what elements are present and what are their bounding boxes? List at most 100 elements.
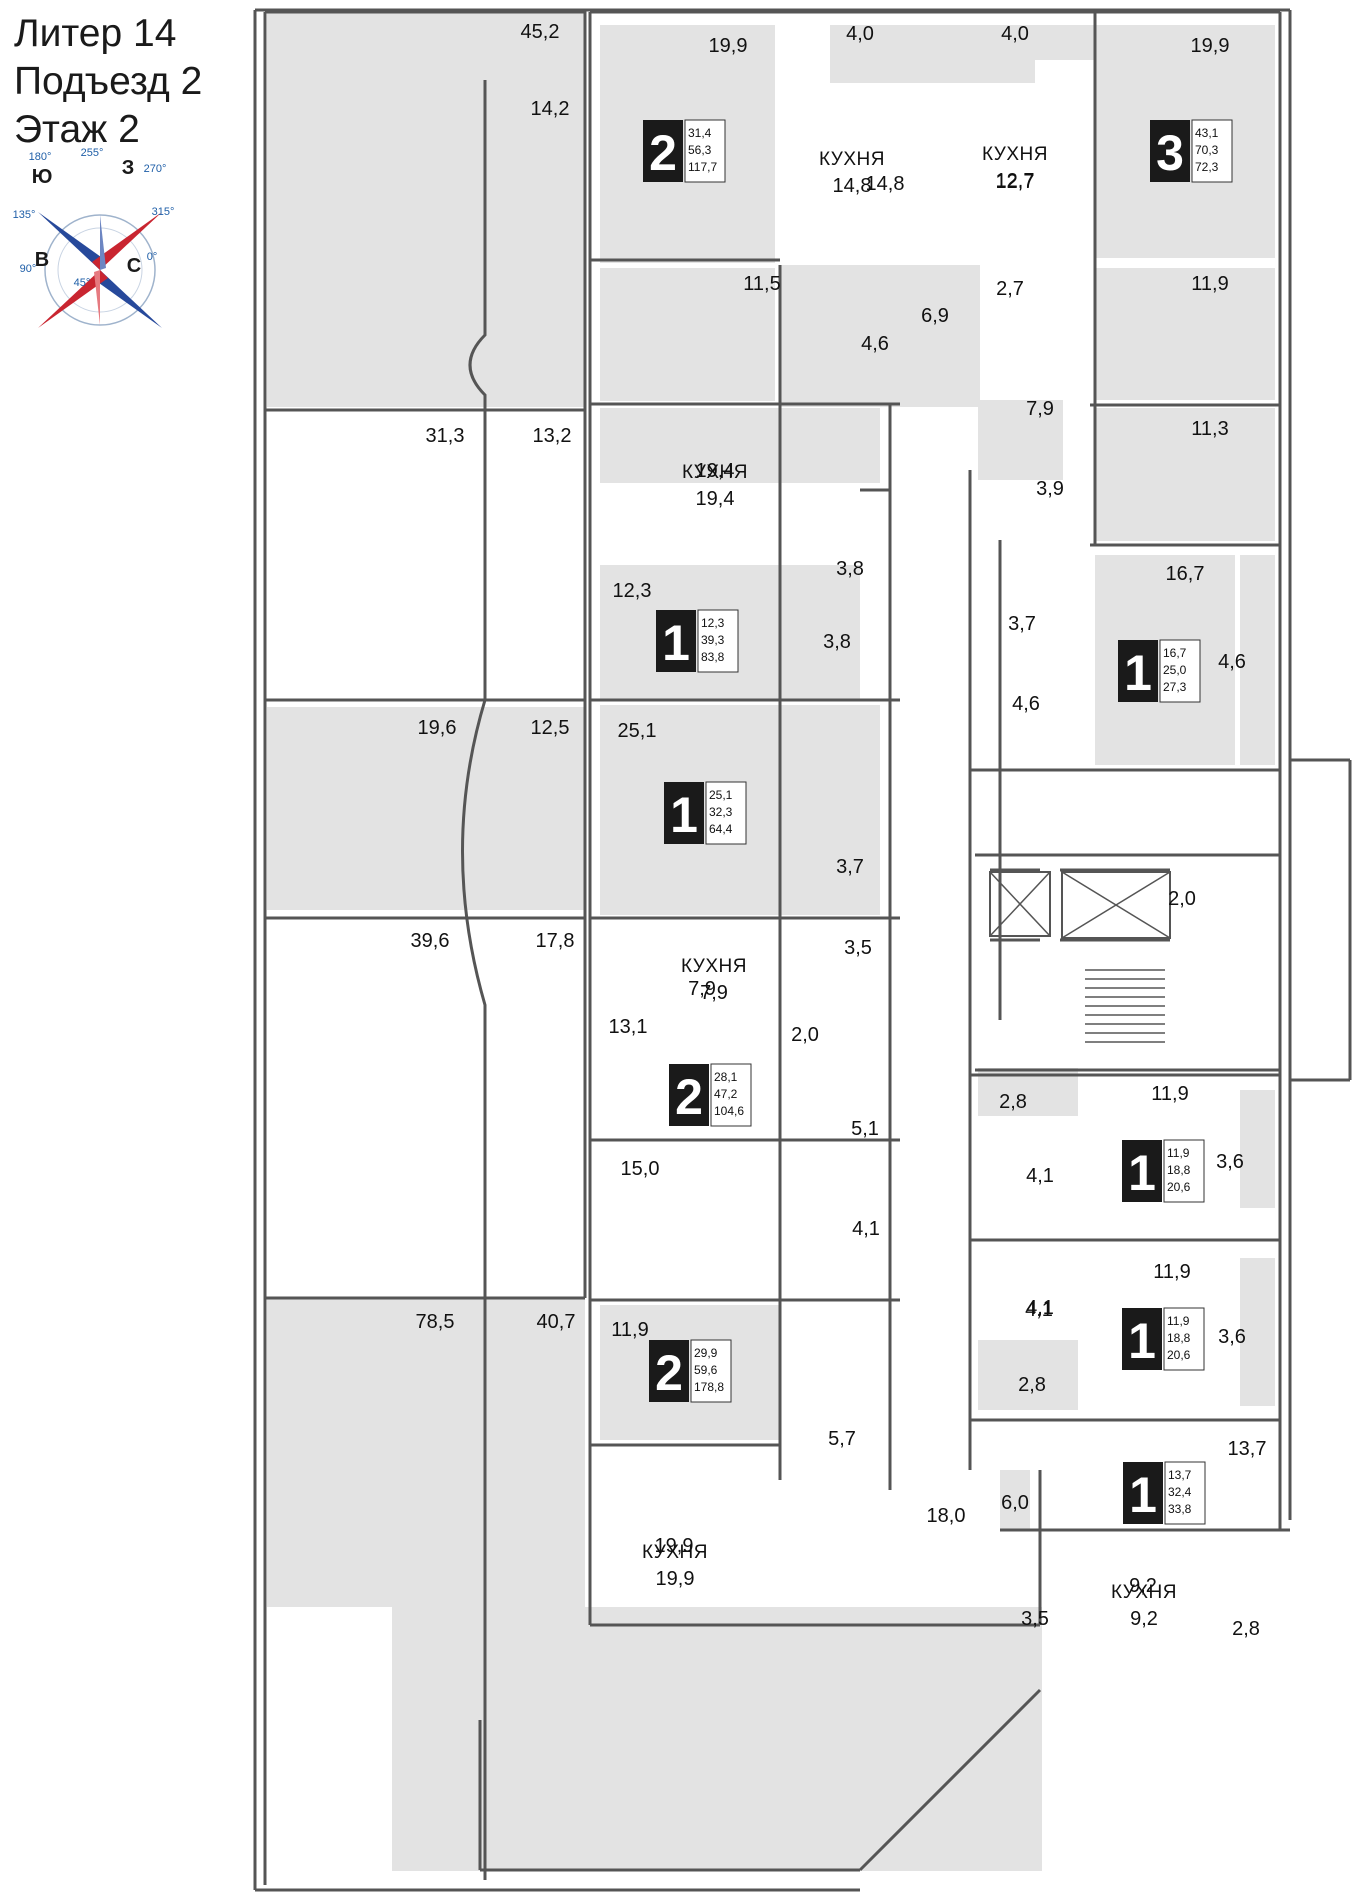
badge-area-value: 47,2 — [714, 1087, 738, 1101]
badge-box — [643, 120, 683, 182]
kitchen-area-label: 7,9 — [700, 982, 728, 1004]
room-area-label: 4,6 — [1218, 651, 1246, 673]
badge-box — [649, 1340, 689, 1402]
room-area-label: 3,5 — [1021, 1608, 1049, 1630]
badge-area-value: 16,7 — [1163, 646, 1187, 660]
compass-letter: В — [35, 249, 49, 271]
lift-cross — [1061, 871, 1171, 939]
room-area-label: 19,4 — [696, 460, 735, 482]
compass-degree-label: 45° — [74, 277, 91, 289]
room-fill — [1240, 1090, 1275, 1208]
badge-area-value: 43,1 — [1195, 126, 1219, 140]
badge-area-value: 178,8 — [694, 1380, 724, 1394]
badge-box — [1118, 640, 1158, 702]
badge-area-value: 72,3 — [1195, 160, 1219, 174]
room-area-label: 6,9 — [921, 305, 949, 327]
room-fill — [1240, 555, 1275, 765]
room-area-label: 3,8 — [823, 631, 851, 653]
badge-area-value: 29,9 — [694, 1346, 718, 1360]
room-area-label: 4,0 — [1001, 23, 1029, 45]
badge-area-value: 20,6 — [1167, 1348, 1191, 1362]
room-area-label: 78,5 — [416, 1311, 455, 1333]
badge-info-box — [1163, 1307, 1205, 1371]
compass-letter: З — [122, 157, 135, 179]
room-area-label: 16,7 — [1166, 563, 1205, 585]
badge-rooms: 1 — [1128, 1313, 1156, 1369]
kitchen-area-label: 9,2 — [1130, 1608, 1158, 1630]
compass-degree-label: 270° — [144, 163, 167, 175]
room-area-label: 18,0 — [927, 1505, 966, 1527]
room-area-label: 13,2 — [533, 425, 572, 447]
badge-rooms: 1 — [1129, 1467, 1157, 1523]
room-fill — [1095, 408, 1275, 541]
room-fill — [600, 268, 775, 401]
lift-shaft — [989, 871, 1051, 937]
badge-area-value: 18,8 — [1167, 1331, 1191, 1345]
badge-area-value: 20,6 — [1167, 1180, 1191, 1194]
room-area-label: 7,9 — [688, 978, 716, 1000]
kitchen-word: КУХНЯ — [681, 956, 747, 977]
room-area-label: 3,8 — [836, 558, 864, 580]
room-area-label: 40,7 — [537, 1311, 576, 1333]
room-fill — [267, 1297, 585, 1607]
badge-area-value: 13,7 — [1168, 1468, 1192, 1482]
badge-area-value: 11,9 — [1167, 1146, 1190, 1160]
badge-rooms: 3 — [1156, 125, 1184, 181]
room-fill — [978, 400, 1063, 480]
room-fill — [1095, 268, 1275, 400]
compass-degree-label: 0° — [147, 251, 158, 263]
room-area-label: 4,6 — [1012, 693, 1040, 715]
room-area-label: 2,8 — [1232, 1618, 1260, 1640]
badge-area-value: 59,6 — [694, 1363, 718, 1377]
badge-area-value: 18,8 — [1167, 1163, 1191, 1177]
wall — [858, 1688, 1042, 1872]
badge-area-value: 70,3 — [1195, 143, 1219, 157]
room-area-label: 5,7 — [828, 1428, 856, 1450]
room-area-label: 45,2 — [521, 21, 560, 43]
room-area-label: 4,6 — [861, 333, 889, 355]
room-area-label: 3,9 — [1036, 478, 1064, 500]
badge-info-box — [1164, 1461, 1206, 1525]
badge-rooms: 2 — [655, 1345, 683, 1401]
badge-area-value: 25,1 — [709, 788, 733, 802]
room-area-label: 4,0 — [846, 23, 874, 45]
room-area-label: 13,1 — [609, 1016, 648, 1038]
badge-info-box — [690, 1339, 732, 1403]
kitchen-word: КУХНЯ — [642, 1542, 708, 1563]
room-area-label: 5,1 — [851, 1118, 879, 1140]
room-area-label: 14,8 — [866, 173, 905, 195]
kitchen-word: КУХНЯ — [1111, 1582, 1177, 1603]
badge-area-value: 32,4 — [1168, 1485, 1192, 1499]
room-area-label: 11,9 — [1151, 1083, 1188, 1105]
badge-area-value: 32,3 — [709, 805, 733, 819]
balcony-edge — [461, 80, 487, 1880]
room-fill — [267, 12, 585, 407]
badge-info-box — [705, 781, 747, 845]
room-area-label: 12,5 — [531, 717, 570, 739]
room-fill — [1000, 1470, 1030, 1530]
room-area-label: 2,0 — [791, 1024, 819, 1046]
badge-box — [669, 1064, 709, 1126]
room-area-label: 4,1 — [1025, 1299, 1053, 1321]
room-fill — [267, 707, 585, 910]
compass-degree-label: 135° — [13, 209, 36, 221]
badge-rooms: 1 — [662, 615, 690, 671]
badge-area-value: 39,3 — [701, 633, 725, 647]
room-area-label: 4,1 — [852, 1218, 880, 1240]
walls-layer — [253, 8, 1352, 1892]
compass-degree-label: 315° — [152, 206, 175, 218]
room-area-label: 19,9 — [655, 1535, 694, 1557]
badge-rooms: 2 — [649, 125, 677, 181]
badge-info-box — [1159, 639, 1201, 703]
kitchen-area-label: 12,7 — [996, 170, 1035, 192]
badge-box — [1123, 1462, 1163, 1524]
room-area-label: 2,8 — [999, 1091, 1027, 1113]
room-area-label: 11,9 — [1153, 1261, 1190, 1283]
room-area-label: 7,9 — [1026, 398, 1054, 420]
badge-rooms: 2 — [675, 1069, 703, 1125]
badge-area-value: 31,4 — [688, 126, 712, 140]
room-area-label: 25,1 — [618, 720, 657, 742]
